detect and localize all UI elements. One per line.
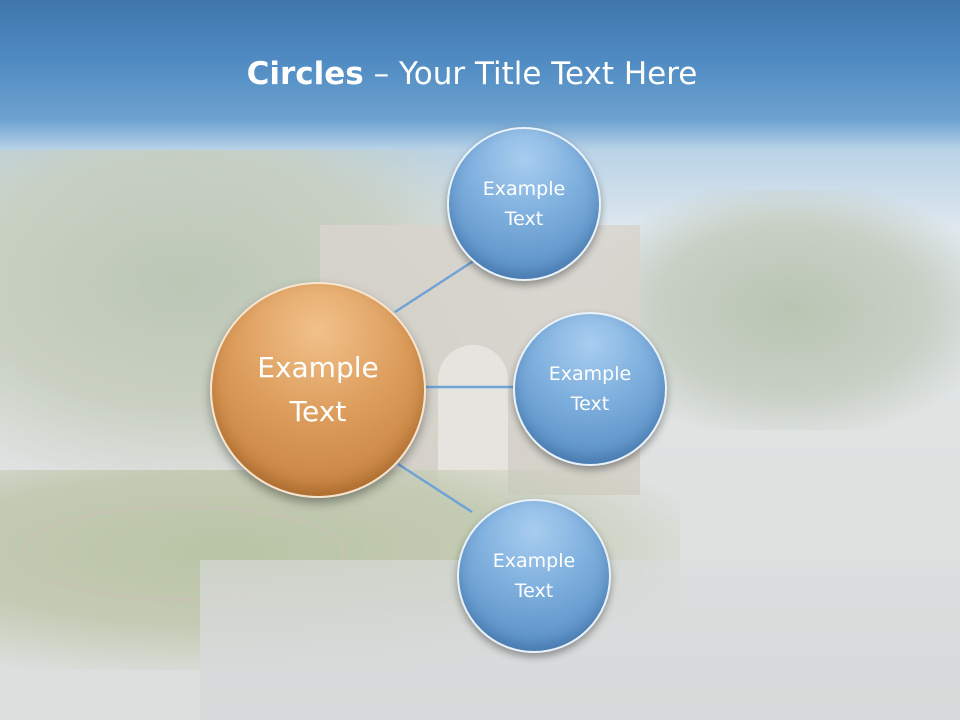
- satellite-circle-middle[interactable]: Example Text: [513, 312, 667, 466]
- satellite-circle-label: Example Text: [492, 550, 576, 602]
- connector-top: [394, 258, 476, 314]
- center-circle-label: Example Text: [257, 351, 379, 428]
- center-circle[interactable]: Example Text: [210, 282, 426, 498]
- satellite-circle-top[interactable]: Example Text: [447, 127, 601, 281]
- satellite-circle-label: Example Text: [548, 363, 632, 415]
- title-rest: – Your Title Text Here: [363, 56, 698, 92]
- slide-title: Circles – Your Title Text Here: [0, 56, 944, 92]
- satellite-circle-label: Example Text: [482, 178, 566, 230]
- connector-bottom: [397, 462, 473, 514]
- background-ring: [20, 505, 346, 601]
- title-bold: Circles: [246, 56, 364, 92]
- satellite-circle-bottom[interactable]: Example Text: [457, 499, 611, 653]
